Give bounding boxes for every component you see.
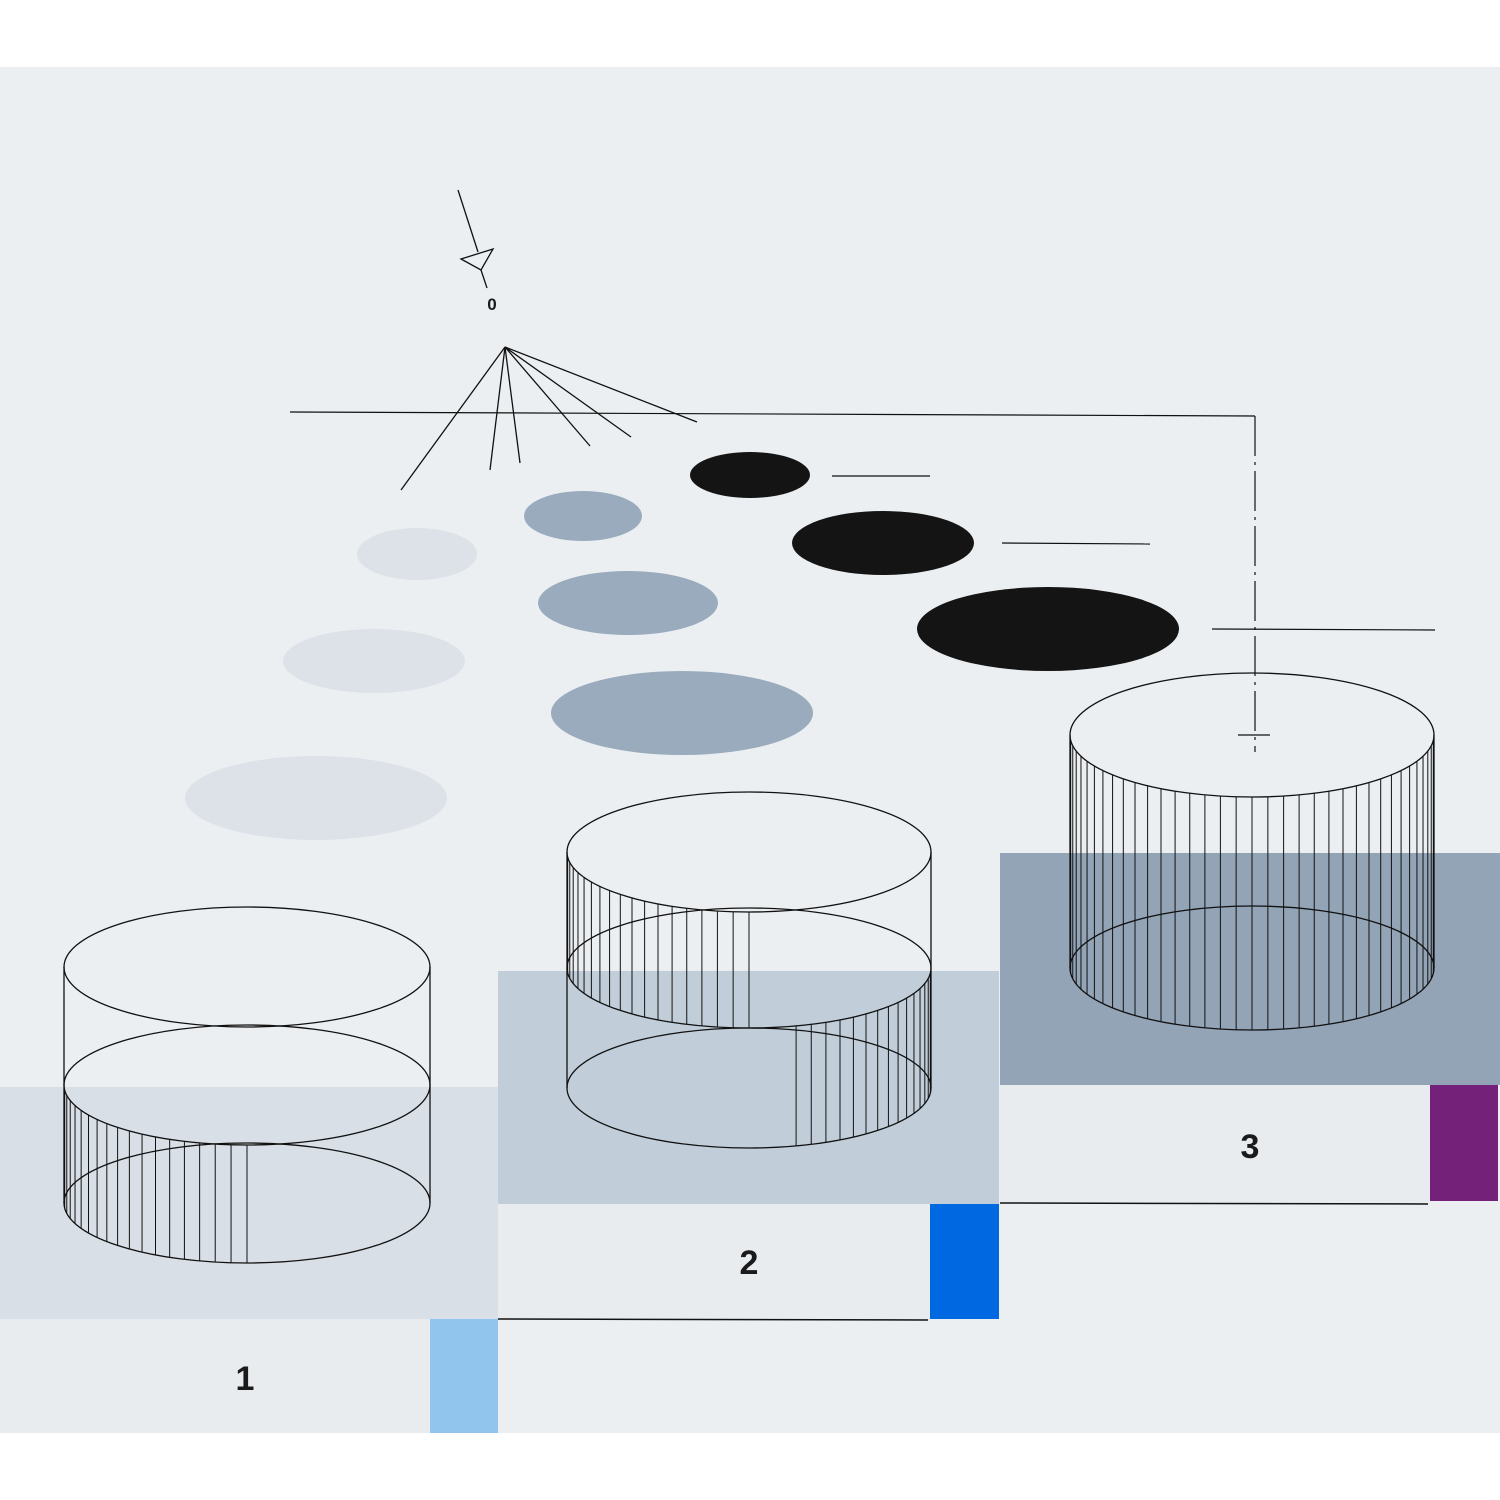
tick-line-3 — [1211, 628, 1436, 631]
light-disc-medium — [283, 629, 465, 693]
dark-disc-large — [917, 587, 1179, 671]
dark-disc-medium — [792, 511, 974, 575]
dark-discs — [690, 452, 1179, 671]
wire-cylinder-1 — [63, 906, 431, 1264]
color-tab-2 — [930, 1204, 999, 1319]
viewpoint-icon — [457, 189, 495, 289]
platform-3 — [1000, 853, 1500, 1085]
wire-cylinder-3 — [1069, 672, 1435, 1031]
baseline-2 — [497, 1318, 929, 1321]
platform-1 — [0, 1087, 498, 1319]
wire-cylinder-2 — [566, 791, 932, 1149]
color-tab-1 — [430, 1319, 498, 1433]
tick-line-2 — [1001, 542, 1151, 545]
origin-label: 0 — [487, 295, 496, 314]
ray — [400, 346, 506, 491]
color-tab-3 — [1430, 1085, 1498, 1201]
step-label-2: 2 — [740, 1244, 759, 1282]
medium-disc-large — [551, 671, 813, 755]
ray — [504, 346, 698, 423]
light-disc-small — [357, 528, 477, 580]
step-label-3: 3 — [1241, 1128, 1260, 1166]
light-discs — [185, 528, 477, 840]
label-strip-3 — [1000, 1085, 1430, 1203]
ray-fan — [400, 346, 698, 491]
label-strip-1 — [0, 1319, 430, 1433]
ray — [504, 346, 521, 464]
medium-discs — [524, 491, 813, 755]
dark-disc-small — [690, 452, 810, 498]
ray — [504, 346, 591, 447]
construction-lines — [289, 411, 1436, 752]
light-disc-large — [185, 756, 447, 840]
ray — [504, 346, 632, 438]
baseline-3 — [999, 1202, 1429, 1205]
step-label-1: 1 — [236, 1360, 255, 1398]
label-strip-2 — [498, 1204, 930, 1319]
horizon-line — [289, 411, 1256, 417]
ray — [489, 346, 506, 471]
medium-disc-medium — [538, 571, 718, 635]
medium-disc-small — [524, 491, 642, 541]
